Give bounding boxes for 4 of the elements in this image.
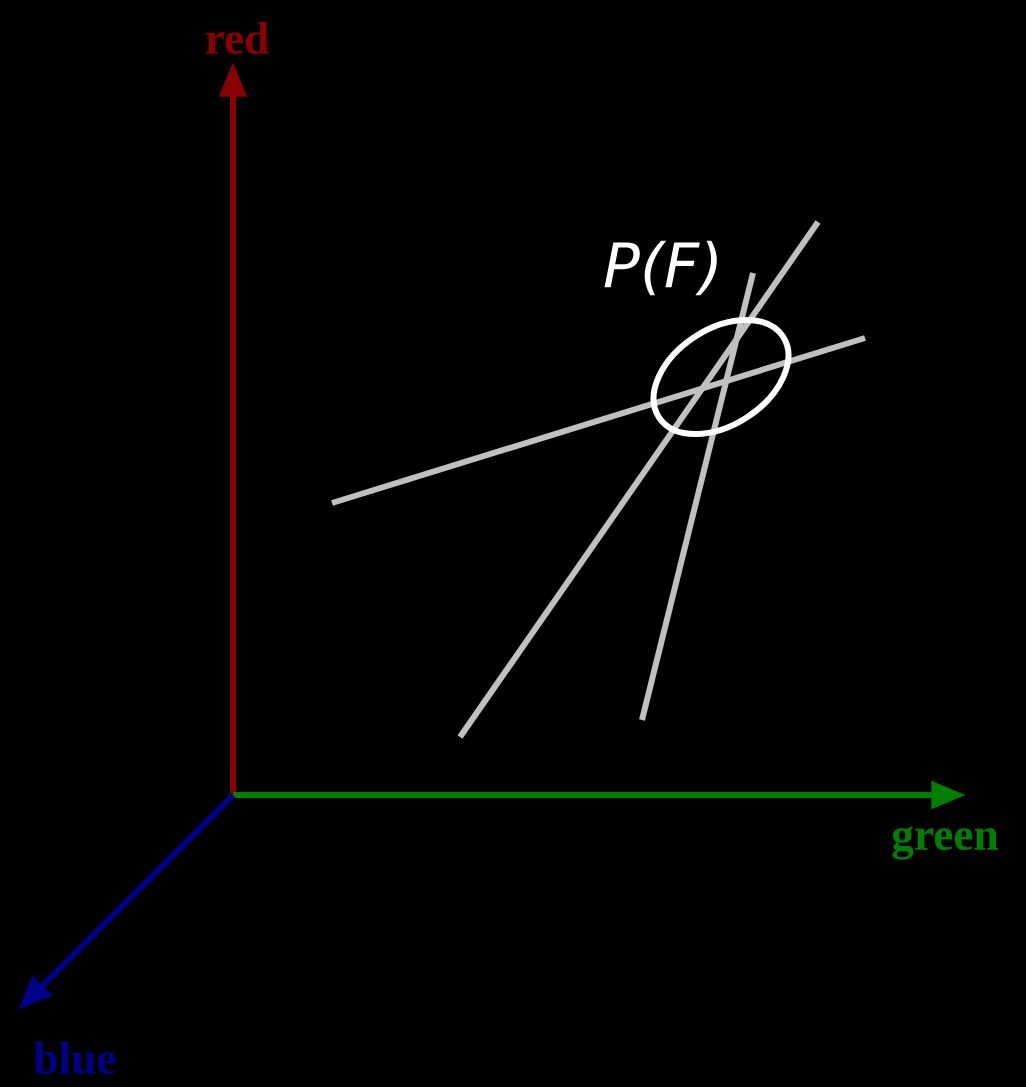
axis-label: red xyxy=(205,22,269,54)
axis-label: green xyxy=(892,826,999,860)
axis-label: blue xyxy=(34,1042,116,1074)
node-label: P(F) xyxy=(604,240,717,296)
